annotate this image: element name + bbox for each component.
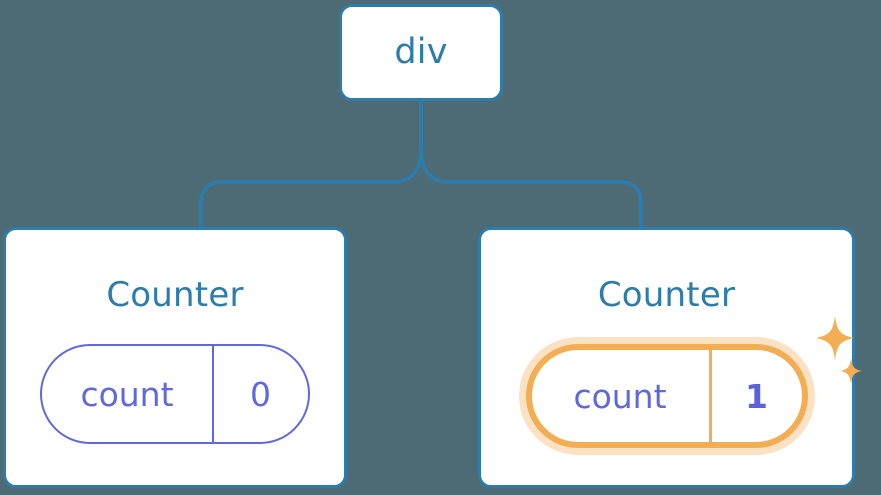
counter-left-state-pill[interactable]: count 0 — [40, 344, 310, 444]
sparkle-small-icon — [839, 358, 862, 384]
counter-right-state-pill[interactable]: count 1 — [525, 344, 808, 448]
counter-left-title: Counter — [106, 275, 244, 315]
counter-left-state-wrap: count 0 — [40, 344, 310, 444]
div-node-label: div — [394, 32, 448, 72]
counter-right-state-value: 1 — [745, 376, 768, 416]
counter-left-state-key: count — [42, 346, 214, 442]
counter-right-state-wrap: count 1 — [525, 316, 862, 448]
counter-node-right[interactable]: Counter count 1 — [478, 227, 862, 488]
sparkle-large-icon — [815, 316, 854, 360]
edge-root-to-counter-right — [419, 148, 643, 230]
counter-right-title: Counter — [597, 275, 736, 315]
counter-left-state-value: 0 — [250, 374, 271, 414]
edge-root-to-counter-left — [199, 148, 423, 230]
counter-node-left[interactable]: Counter count 0 — [3, 227, 347, 488]
div-node[interactable]: div — [339, 4, 503, 101]
update-sparkles — [815, 316, 862, 384]
counter-right-state-key: count — [532, 350, 712, 442]
